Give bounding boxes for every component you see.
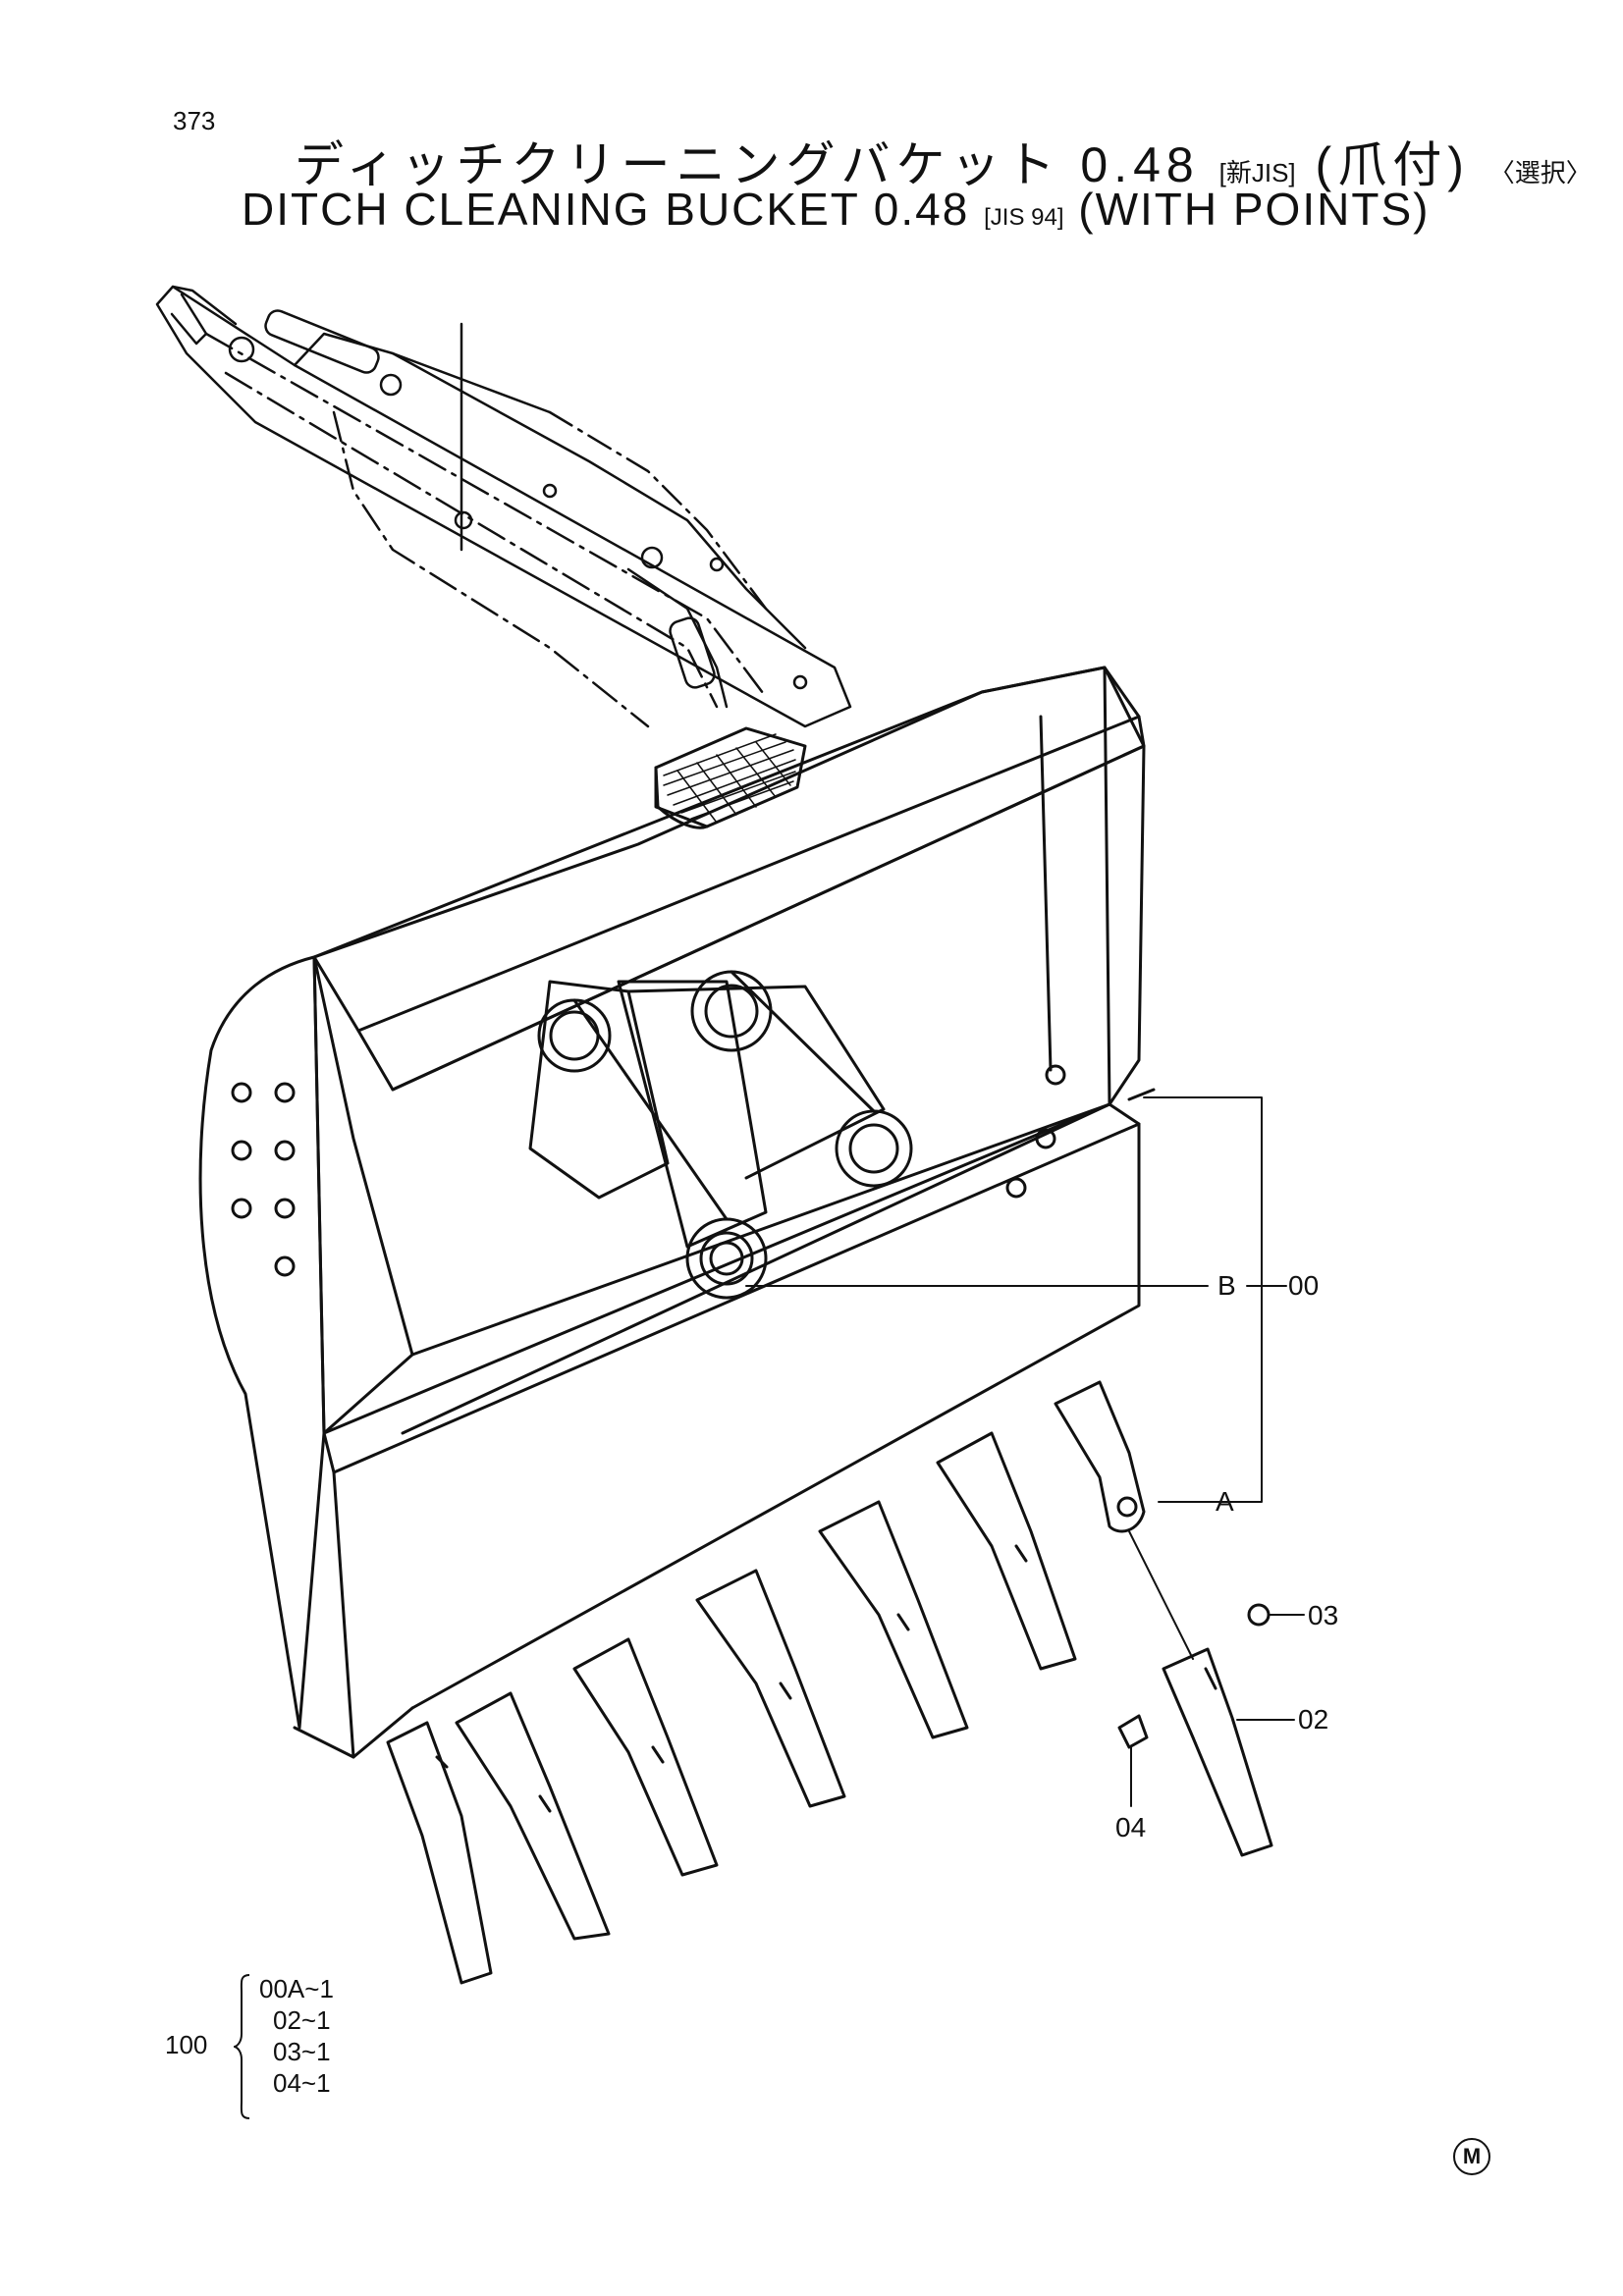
tooth-5: [818, 1500, 969, 1739]
title-english: DITCH CLEANING BUCKET 0.48 [JIS 94] (WIT…: [242, 183, 1430, 236]
tooth-1: [386, 1721, 493, 1985]
callout-a-letter: A: [1216, 1486, 1234, 1517]
title-jp-main: ディッチクリーニングバケット 0.48: [295, 137, 1200, 192]
exploded-lock-pin-03: [1247, 1603, 1271, 1627]
title-jp-suffix: (爪付): [1315, 137, 1470, 192]
title-jp-standard: [新JIS]: [1218, 158, 1296, 187]
page-number: 373: [173, 106, 216, 135]
title-jp-option: 〈選択〉: [1488, 158, 1592, 187]
arm-overview-illustration: [155, 285, 852, 728]
tooth-4: [695, 1569, 846, 1808]
callout-b-letter: B: [1217, 1270, 1236, 1301]
set-item: 03~1: [273, 2037, 331, 2066]
set-item: 04~1: [273, 2068, 331, 2098]
title-en-suffix: (WITH POINTS): [1078, 184, 1431, 235]
callout-part-03: 03: [1308, 1600, 1339, 1630]
brace-icon: [234, 1974, 250, 2119]
callout-part-00: 00: [1288, 1270, 1320, 1301]
circled-m-mark: M: [1453, 2138, 1490, 2175]
pin-boss-right: [835, 1109, 913, 1188]
exploded-retainer-04: [1117, 1714, 1149, 1749]
bucket-assembly-drawing: [198, 666, 1156, 1759]
title-en-main: DITCH CLEANING BUCKET 0.48: [242, 184, 970, 235]
tooth-3: [572, 1637, 719, 1877]
set-item: 00A~1: [259, 1974, 334, 2003]
set-quantity: 100: [165, 2030, 208, 2059]
bucket-teeth: [386, 1380, 1146, 1985]
overview-bucket-icon: [654, 726, 807, 829]
callout-leaders: [745, 1096, 1305, 1807]
tooth-7-adapter: [1054, 1380, 1146, 1533]
hinge-bracket: [528, 980, 670, 1200]
title-en-standard: [JIS 94]: [984, 204, 1064, 231]
exploded-tooth-point-02: [1162, 1647, 1273, 1857]
bucket-top-beam: [312, 666, 1146, 1092]
callout-part-04: 04: [1115, 1812, 1147, 1842]
set-item: 02~1: [273, 2005, 331, 2035]
set-items-list: 00A~1 02~1 03~1 04~1: [259, 1973, 334, 2099]
tooth-2: [455, 1691, 611, 1941]
title-japanese: ディッチクリーニングバケット 0.48 [新JIS] (爪付) 〈選択〉: [295, 126, 1592, 196]
bucket-cutting-edge: [322, 1102, 1141, 1474]
bucket-left-side-plate: [198, 955, 326, 1730]
callout-part-02: 02: [1298, 1704, 1329, 1735]
tooth-6: [936, 1431, 1077, 1671]
